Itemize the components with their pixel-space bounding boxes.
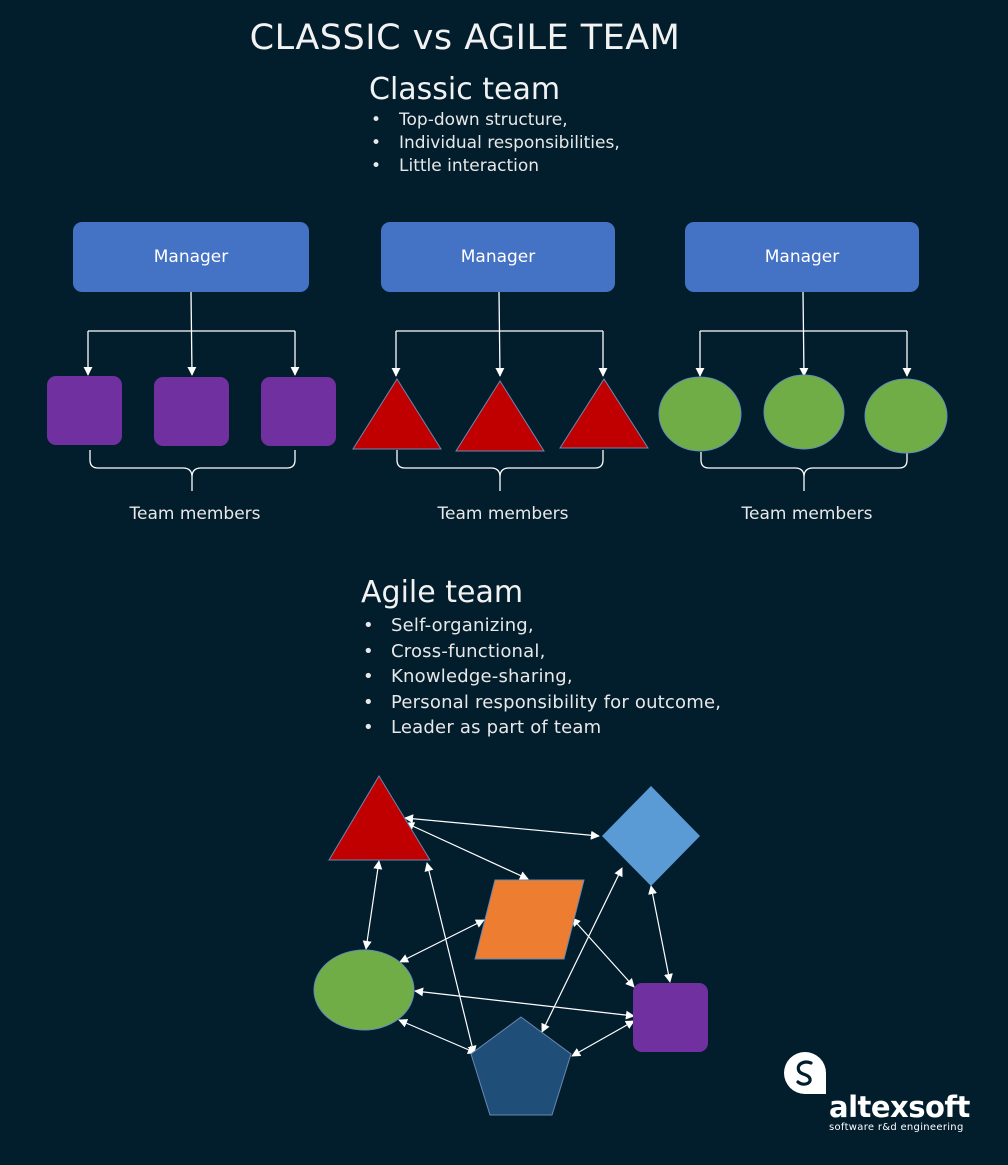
team-members-label: Team members xyxy=(437,504,569,524)
agile-heading: Agile team xyxy=(361,575,524,610)
agile-node-diamond xyxy=(602,786,700,886)
agile-bullet: Knowledge-sharing, xyxy=(361,664,721,690)
manager-box: Manager xyxy=(381,222,615,292)
manager-box: Manager xyxy=(685,222,919,292)
classic-heading: Classic team xyxy=(369,72,561,107)
manager-box: Manager xyxy=(73,222,309,292)
agile-bullet: Cross-functional, xyxy=(361,639,721,665)
agile-bullet: Self-organizing, xyxy=(361,613,721,639)
logo-tagline: software r&d engineering xyxy=(829,1122,964,1133)
member-triangle xyxy=(559,378,649,449)
classic-bullet: Individual responsibilities, xyxy=(369,132,620,155)
member-ellipse xyxy=(658,376,742,452)
agile-bullet: Leader as part of team xyxy=(361,715,721,741)
classic-bullet: Top-down structure, xyxy=(369,109,620,132)
team-members-label: Team members xyxy=(129,504,261,524)
agile-node-ellipse xyxy=(313,949,415,1031)
agile-node-square xyxy=(633,983,708,1052)
team-members-label: Team members xyxy=(741,504,873,524)
agile-node-pentagon xyxy=(470,1016,572,1116)
classic-bullets: Top-down structure, Individual responsib… xyxy=(369,109,620,178)
member-triangle xyxy=(455,380,545,452)
agile-connectors xyxy=(362,814,673,1057)
member-triangle xyxy=(352,378,442,450)
agile-node-parallelogram xyxy=(474,879,585,960)
logo-wordmark: altexsoft xyxy=(829,1090,970,1124)
agile-bullets: Self-organizing, Cross-functional, Knowl… xyxy=(361,613,721,741)
group-2-connectors xyxy=(391,291,608,491)
member-square xyxy=(154,377,229,446)
group-1-connectors xyxy=(83,291,300,491)
group-3-connectors xyxy=(695,291,912,491)
page-title: CLASSIC vs AGILE TEAM xyxy=(249,18,681,58)
manager-label: Manager xyxy=(764,247,840,267)
manager-label: Manager xyxy=(153,247,229,267)
agile-bullet: Personal responsibility for outcome, xyxy=(361,690,721,716)
member-ellipse xyxy=(864,378,948,454)
member-square xyxy=(47,376,122,445)
member-ellipse xyxy=(763,374,845,450)
manager-label: Manager xyxy=(460,247,536,267)
agile-node-triangle xyxy=(328,775,431,861)
altexsoft-logo-icon xyxy=(784,1052,826,1094)
classic-bullet: Little interaction xyxy=(369,155,620,178)
member-square xyxy=(261,377,336,446)
